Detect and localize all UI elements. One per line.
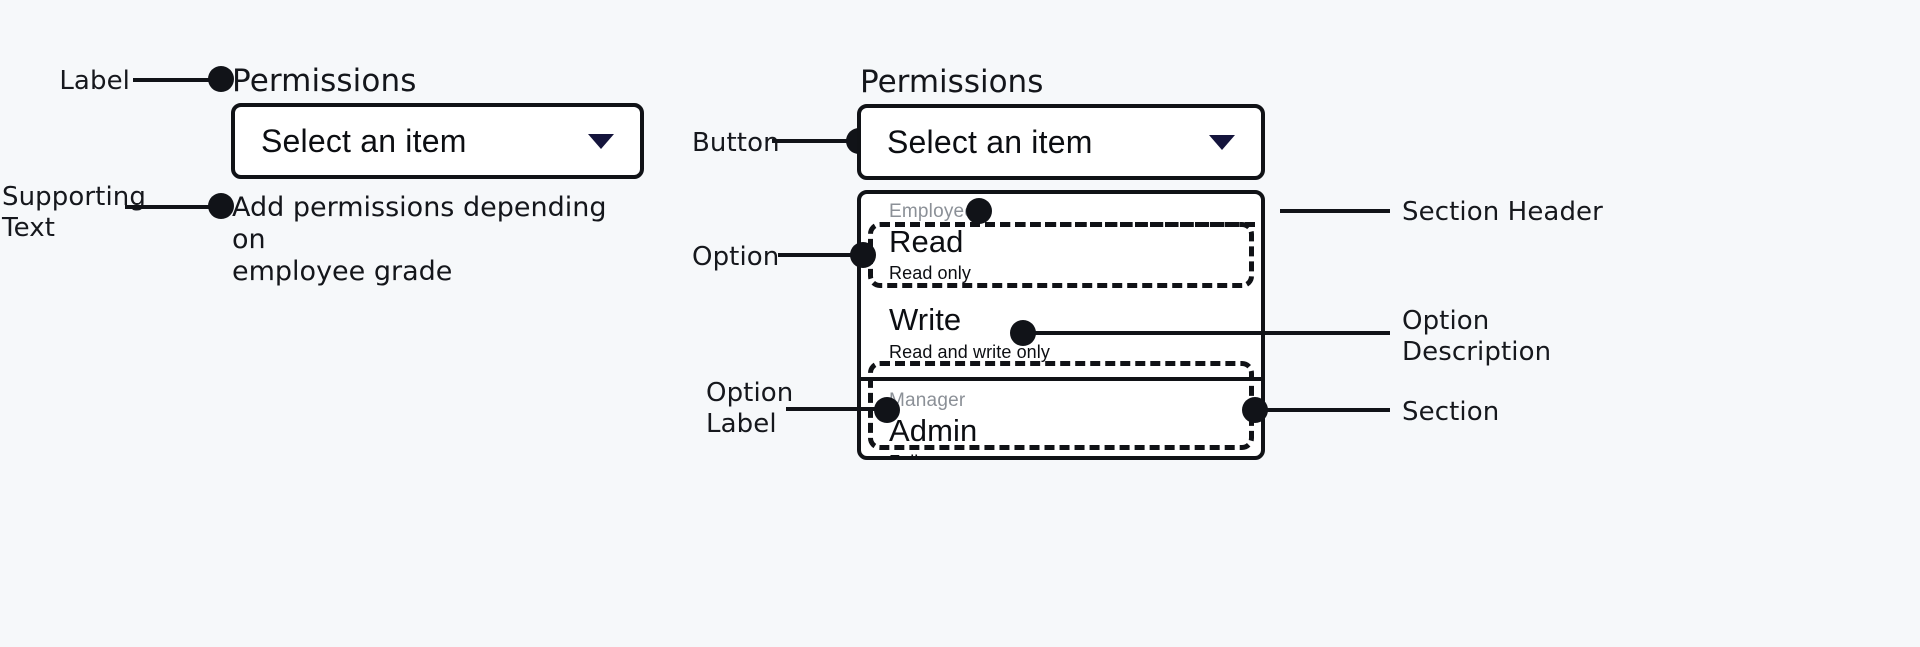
section-header-label: Employees [889, 201, 985, 222]
chevron-down-icon [588, 133, 614, 149]
annotation-supporting-text: Supporting Text [2, 182, 146, 243]
leader-line-supporting-text [125, 205, 225, 209]
menu-option-read[interactable]: Read Read only [861, 225, 1261, 293]
annotation-section-header: Section Header [1402, 197, 1603, 227]
leader-dot-option-label [874, 397, 900, 423]
select-button-left-text: Select an item [261, 122, 467, 159]
select-button-right[interactable]: Select an item [857, 104, 1265, 180]
menu-section-manager: Manager Admin Full access [861, 376, 1261, 456]
menu-field-label: Permissions [860, 64, 1044, 100]
leader-line-label [133, 78, 225, 82]
menu-option-description: Read and write only [889, 341, 1050, 362]
menu-option-label: Admin [889, 412, 978, 448]
leader-line-section-header [1280, 209, 1390, 213]
field-label-permissions: Permissions [232, 63, 417, 99]
leader-dot-section-header [966, 198, 992, 224]
menu-option-label: Read [889, 224, 964, 259]
menu-option-write[interactable]: Write Read and write only [861, 293, 1261, 376]
annotation-option-label: Option Label [706, 378, 794, 439]
leader-line-option-label [786, 407, 882, 411]
select-button-right-text: Select an item [887, 123, 1093, 160]
leader-dot-label [208, 66, 234, 92]
leader-dot-option [850, 242, 876, 268]
annotation-label: Label [59, 66, 130, 96]
leader-line-option-description [1030, 331, 1390, 335]
leader-line-button [772, 139, 858, 143]
annotation-option: Option [692, 242, 780, 272]
menu-option-description: Full access [889, 452, 1261, 456]
annotation-button: Button [692, 128, 780, 158]
annotation-section: Section [1402, 397, 1500, 427]
field-supporting-text: Add permissions depending on employee gr… [232, 192, 607, 287]
leader-line-section [1262, 408, 1390, 412]
menu-option-description: Read only [889, 263, 971, 284]
menu-option-label: Write [889, 302, 962, 338]
chevron-down-icon [1209, 134, 1235, 150]
leader-line-option [778, 253, 858, 257]
section-header-label: Manager [889, 389, 966, 411]
annotation-option-description: Option Description [1402, 306, 1552, 367]
dropdown-menu-panel: Employees Read Read only Write Read and … [857, 190, 1265, 460]
select-button-left[interactable]: Select an item [231, 103, 644, 179]
menu-option-admin[interactable]: Admin Full access [861, 412, 1261, 456]
menu-section-employees: Employees Read Read only Write Read and … [861, 194, 1261, 377]
leader-dot-supporting-text [208, 193, 234, 219]
